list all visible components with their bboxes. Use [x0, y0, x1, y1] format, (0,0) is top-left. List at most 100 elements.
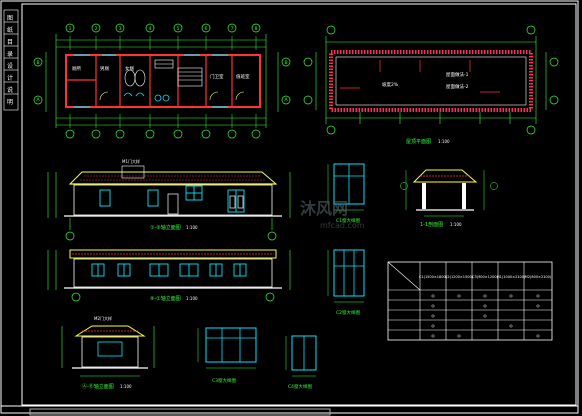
table-cell: ◎ [483, 303, 487, 308]
axis-letter: A [284, 97, 288, 103]
roof-inner [335, 56, 527, 106]
roof-dimension-lines [315, 36, 547, 124]
side-elev-scale: 1:100 [120, 384, 132, 389]
front-elev-scale: 1:100 [186, 225, 198, 230]
detail-title: C3窗大样图 [212, 377, 237, 384]
axis-number: 4 [149, 26, 152, 32]
strip-label: 纸 [7, 26, 13, 34]
plan-axis-bubbles [33, 23, 291, 139]
strip-label: 计 [7, 74, 13, 82]
table-header: C1(1500×1800) [419, 275, 448, 279]
table-cell: ◎ [509, 323, 513, 328]
table-border [387, 261, 553, 341]
table-header: C3(900×1200) [472, 275, 499, 279]
side-elevation: Ⓐ-Ⓑ轴立面图 1:100 [61, 325, 155, 390]
door-detail-m1: M1门大样 [121, 158, 145, 179]
rear-wall [73, 258, 273, 288]
table-cell: ◎ [536, 293, 540, 298]
strip-label: 目 [7, 39, 13, 46]
left-title-strip [3, 9, 19, 111]
room-label: 女厕 [125, 65, 134, 72]
axis-number: 6 [205, 26, 208, 32]
roof-note: 屋面做法-2 [446, 83, 469, 90]
front-wall [73, 184, 273, 216]
roof-parapet [329, 50, 533, 112]
rear-elev-title: ⑧-①轴立面图 [150, 295, 181, 302]
roof-note: 坡度2% [382, 81, 399, 88]
detail-title: C1窗大样图 [336, 217, 361, 224]
watermark-brand: 沐风网 [300, 199, 348, 218]
detail-title: M2门大样 [94, 315, 112, 321]
table-cell: ◎ [457, 333, 461, 338]
axis-number: 7 [231, 26, 234, 32]
door-detail-m2: M2门大样 [94, 315, 112, 321]
strip-label: 明 [7, 99, 13, 106]
plan-dimension-lines [45, 34, 279, 128]
detail-title: C2窗大样图 [336, 309, 361, 316]
axis-letter: A [36, 97, 40, 103]
detail-title: M1门大样 [122, 158, 140, 164]
roof-plan: 坡度2% 屋面做法-1 屋面做法-2 屋顶平面图 1:100 [303, 25, 559, 145]
side-elev-title: Ⓐ-Ⓑ轴立面图 [82, 383, 114, 390]
room-label: 男厕 [100, 66, 109, 72]
strip-label: 设 [7, 62, 13, 70]
floor-plan: 厕所 男厕 女厕 门卫室 值班室 1 2 3 4 5 6 7 8 A B A [33, 23, 291, 139]
window-detail-c3: C3窗大样图 [197, 327, 257, 384]
window-detail-c1: C1窗大样图 [327, 163, 365, 224]
rear-roof [69, 249, 277, 259]
table-cell: ◎ [536, 303, 540, 308]
room-label: 值班室 [236, 73, 250, 80]
table-cell: ◎ [431, 293, 435, 298]
table-cell: ◎ [431, 333, 435, 338]
strip-label: 说 [7, 86, 13, 94]
window-detail-c2: C2窗大样图 [327, 249, 365, 316]
watermark-url: mfcad.com [320, 221, 365, 230]
section-wall-right [462, 183, 466, 209]
section-1-1: 1-1剖面图 1:100 [400, 169, 498, 228]
axis-letter: B [284, 60, 287, 66]
section-title: 1-1剖面图 [420, 221, 443, 228]
strip-label: 录 [7, 50, 13, 58]
table-cell: ◎ [509, 293, 513, 298]
roof-axis-bubbles [303, 25, 559, 135]
table-cell: ◎ [483, 293, 487, 298]
table-cell: ◎ [536, 333, 540, 338]
plan-doors [99, 91, 245, 101]
roof-plan-title: 屋顶平面图 [406, 139, 431, 145]
axis-bubble [265, 292, 275, 302]
side-roof [74, 325, 146, 337]
side-elev-dims [61, 326, 155, 377]
plan-fixtures [124, 59, 203, 87]
door-window-table: C1(1500×1800) C2(1200×1500) C3(900×1200)… [387, 261, 553, 341]
front-elev-title: ①-⑧轴立面图 [150, 224, 181, 231]
table-header: M1(1000×2100) [497, 275, 526, 279]
roof-drain-lines [340, 60, 500, 93]
detail-title: C4窗大样图 [288, 383, 313, 390]
axis-bubble [65, 231, 75, 241]
rear-elev-scale: 1:100 [186, 296, 198, 301]
plan-walls [65, 54, 261, 108]
table-cell: ◎ [457, 293, 461, 298]
plan-windows [74, 54, 228, 108]
section-scale: 1:100 [450, 222, 462, 227]
plan-sanitary [123, 92, 170, 102]
section-roof [412, 169, 478, 183]
axis-number: 3 [119, 26, 122, 32]
rear-windows [91, 263, 247, 277]
window-frame [205, 327, 257, 363]
table-cell: ◎ [431, 313, 435, 318]
window-frame [333, 249, 365, 297]
axis-number: 1 [69, 26, 72, 32]
front-roof-tiles [80, 175, 266, 181]
table-grid [387, 261, 552, 340]
table-cell: ◎ [483, 313, 487, 318]
section-wall-left [422, 183, 426, 209]
rear-elev-dims [47, 250, 291, 290]
watermark: 沐风网 mfcad.com [300, 199, 365, 230]
room-label: 门卫室 [210, 73, 224, 80]
table-cell: ◎ [431, 303, 435, 308]
strip-label: 图 [7, 15, 13, 22]
window-detail-c4: C4窗大样图 [285, 335, 317, 390]
